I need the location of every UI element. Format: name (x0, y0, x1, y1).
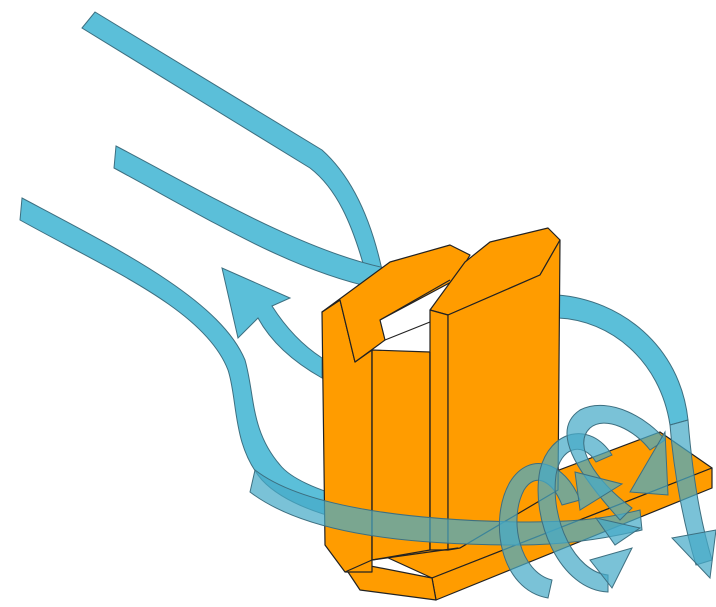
flow-ribbon-middle (114, 146, 385, 288)
flow-ribbon-right-wrap (558, 295, 688, 425)
block-right-front (430, 310, 448, 550)
right-wrap-ribbon (558, 295, 688, 425)
arrowhead-far-right (672, 530, 716, 578)
flow-ribbon-top (82, 12, 382, 274)
